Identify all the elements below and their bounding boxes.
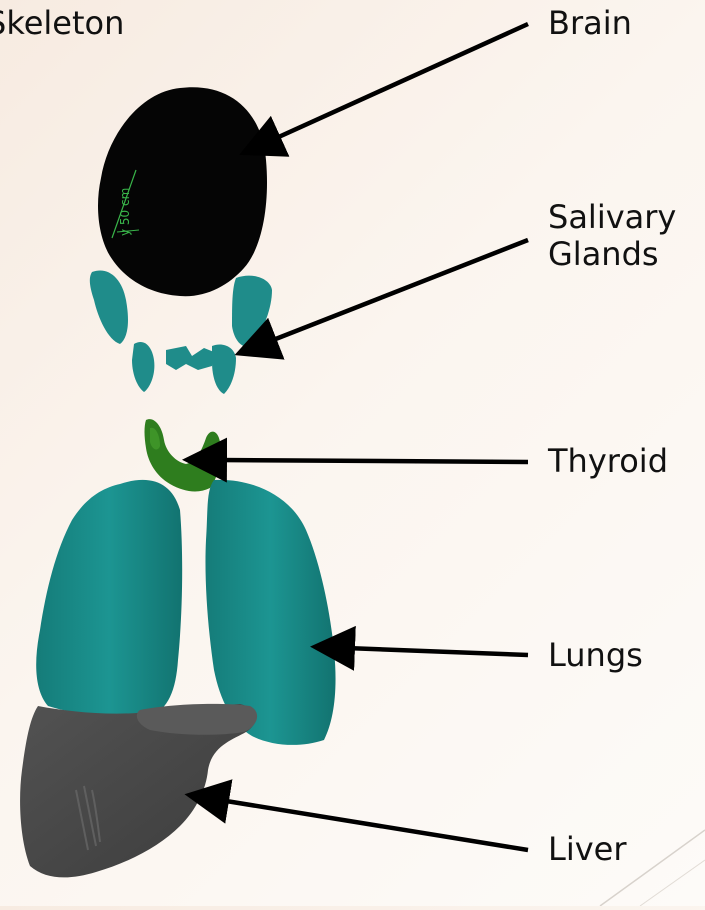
arrow-brain: [272, 24, 528, 140]
corner-decoration-line-2: [640, 860, 705, 906]
thyroid-shape: [145, 419, 221, 491]
label-thyroid: Thyroid: [548, 443, 668, 480]
label-liver: Liver: [548, 831, 627, 868]
label-salivary-line2: Glands: [548, 236, 676, 273]
arrow-lungs: [346, 648, 528, 655]
label-lungs: Lungs: [548, 637, 643, 674]
arrow-thyroid: [218, 460, 528, 462]
label-brain: Brain: [548, 5, 632, 42]
liver-upper-lobe: [137, 704, 257, 735]
label-salivary-glands: Salivary Glands: [548, 199, 676, 273]
scale-text: y 50 cm: [118, 188, 132, 236]
label-salivary-line1: Salivary: [548, 199, 676, 236]
label-skeleton: Skeleton: [0, 5, 124, 42]
arrow-salivary-glands: [268, 240, 528, 342]
left-lung-shape: [36, 480, 182, 718]
arrow-liver: [220, 800, 528, 850]
